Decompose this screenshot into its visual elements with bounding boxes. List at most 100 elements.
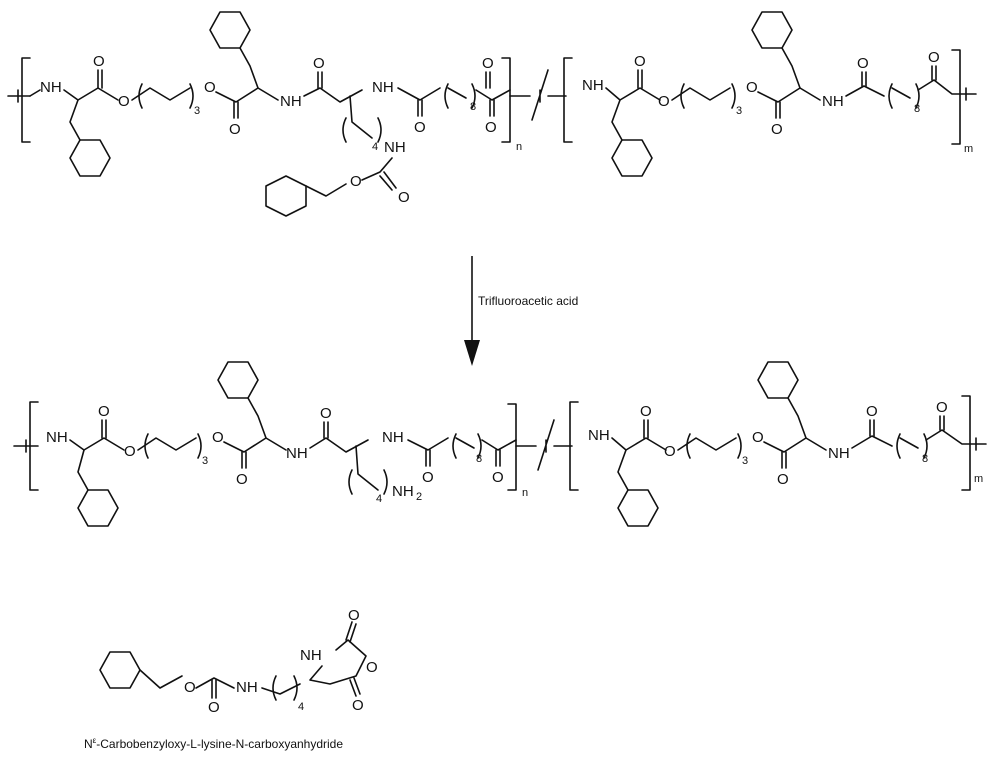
bracket-right-n <box>507 403 517 491</box>
paren <box>888 83 893 109</box>
atom-nh: NH <box>286 445 308 462</box>
atom-nh: NH <box>582 77 604 94</box>
backbone <box>475 89 511 101</box>
backbone <box>303 87 363 103</box>
atom-o: O <box>352 697 364 714</box>
atom-o: O <box>398 189 410 206</box>
carbonyl <box>775 101 781 119</box>
paren <box>383 469 388 495</box>
nca-ring <box>309 639 367 685</box>
backbone <box>481 439 517 451</box>
atom-nh: NH <box>236 679 258 696</box>
atom-o: O <box>93 53 105 70</box>
bracket-right-m <box>961 395 971 491</box>
carbonyl <box>101 419 107 439</box>
atom-o: O <box>118 93 130 110</box>
bracket-right-n <box>501 57 511 143</box>
methylene <box>261 683 301 695</box>
atom-nh: NH <box>40 79 62 96</box>
paren <box>293 675 298 701</box>
backbone <box>69 437 125 451</box>
benzyl-chain <box>781 47 801 89</box>
paren <box>737 433 742 459</box>
phenyl-ring <box>265 175 307 217</box>
lysine-chain <box>349 95 373 139</box>
count-label: 8 <box>476 453 482 465</box>
phenyl-ring <box>77 489 119 527</box>
paren <box>896 433 901 459</box>
backbone <box>763 437 827 453</box>
atom-nh: NH <box>280 93 302 110</box>
backbone <box>925 429 987 445</box>
phenyl-ring <box>217 361 259 399</box>
atom-o: O <box>184 679 196 696</box>
atom-nh: NH <box>384 139 406 156</box>
count-label: 8 <box>914 103 920 115</box>
backbone <box>63 87 119 101</box>
paren <box>731 83 736 109</box>
copolymer-separator <box>515 419 573 471</box>
carbonyl <box>349 677 361 697</box>
carbonyl <box>939 415 945 431</box>
paren <box>138 83 143 109</box>
carbonyl <box>637 69 643 89</box>
benzyl-chain <box>305 183 347 197</box>
phenyl-ring <box>69 139 111 177</box>
carbonyl <box>323 421 329 439</box>
copolymer-separator <box>509 69 567 121</box>
bracket-left-m <box>569 401 579 491</box>
protected-copolymer: n NH O O 3 O O NH O 4 NH <box>7 11 977 217</box>
phenyl-ring <box>209 11 251 49</box>
carbonyl <box>345 621 357 643</box>
atom-o: O <box>771 121 783 138</box>
end-bond <box>7 89 31 103</box>
lysine-nca-monomer: O O NH 4 NH O O O Nε-Carbobenzyloxy-L-ly… <box>84 607 378 751</box>
carbonyl <box>485 71 491 89</box>
methylene <box>891 87 911 99</box>
carbonyl <box>211 679 217 699</box>
backbone <box>223 437 287 453</box>
atom-nh: NH <box>822 93 844 110</box>
backbone <box>757 87 821 103</box>
backbone <box>611 437 667 451</box>
paren <box>686 433 691 459</box>
carbonyl <box>425 449 431 467</box>
atom-o: O <box>236 471 248 488</box>
phenyl-ring <box>751 11 793 49</box>
phenyl-ring <box>617 489 659 527</box>
methylene <box>447 87 467 99</box>
paren <box>272 675 277 701</box>
atom-o: O <box>124 443 136 460</box>
count-label: 8 <box>922 453 928 465</box>
backbone <box>309 437 369 453</box>
benzyl-chain <box>69 99 81 141</box>
atom-o: O <box>482 55 494 72</box>
propylene <box>137 437 197 451</box>
paren <box>377 117 382 143</box>
backbone <box>851 435 893 449</box>
methylene <box>899 437 919 449</box>
arrow-head <box>464 340 480 366</box>
paren <box>471 83 476 109</box>
atom-o: O <box>664 443 676 460</box>
monomer-caption: Nε-Carbobenzyloxy-L-lysine-N-carboxyanhy… <box>84 736 343 751</box>
benzyl-chain <box>247 397 267 439</box>
atom-o: O <box>204 79 216 96</box>
count-label: 4 <box>298 701 304 713</box>
atom-o: O <box>857 55 869 72</box>
atom-o: O <box>98 403 110 420</box>
paren <box>680 83 685 109</box>
atom-nh2: NH <box>392 483 414 500</box>
repeat-count-m: m <box>974 473 983 485</box>
atom-o: O <box>928 49 940 66</box>
paren <box>189 83 194 109</box>
atom-nh: NH <box>46 429 68 446</box>
paren <box>197 433 202 459</box>
count-label: 3 <box>202 455 208 467</box>
atom-o: O <box>746 79 758 96</box>
carbonyl <box>861 71 867 87</box>
backbone <box>215 87 279 103</box>
atom-o: O <box>350 173 362 190</box>
deprotected-copolymer: n NH O O 3 O O NH O 4 NH 2 NH O <box>13 361 987 527</box>
